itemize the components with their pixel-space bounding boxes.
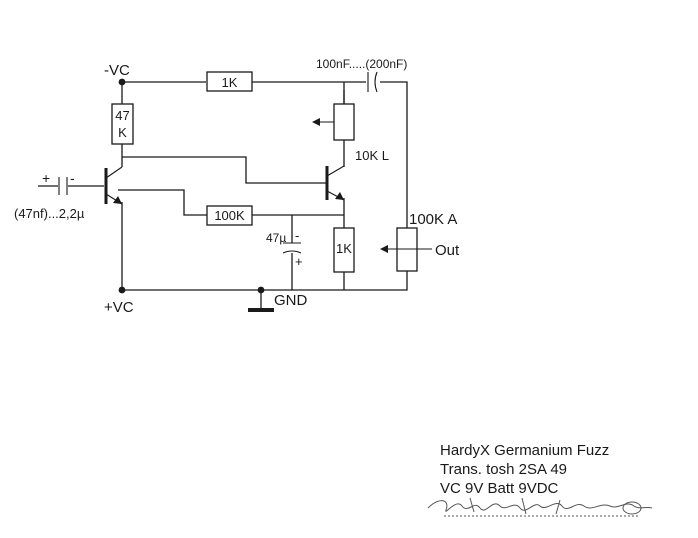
pot-100k-label: 100K A [409, 211, 457, 228]
capacitor-top-label: 100nF.....(200nF) [316, 57, 407, 71]
notes-block: HardyX Germanium Fuzz Trans. tosh 2SA 49… [440, 441, 609, 498]
resistor-100k-label: 100K [214, 208, 245, 223]
junction-gnd [257, 286, 265, 294]
pot-10k-wiper-arrow [312, 118, 334, 126]
resistor-47k-label-1: 47 [115, 108, 129, 123]
junction-vc-pos [118, 286, 126, 294]
resistor-1k-emitter [333, 227, 355, 273]
resistor-47k [111, 103, 134, 145]
pot-10k-label: 10K L [355, 148, 389, 163]
out-label: Out [435, 242, 460, 259]
junction-vc-neg [118, 78, 126, 86]
neg-vc-label: -VC [104, 62, 130, 79]
wires [38, 81, 408, 309]
pos-vc-label: +VC [104, 299, 134, 316]
resistor-1k-emitter-label: 1K [336, 241, 352, 256]
transistor-q1 [104, 166, 123, 205]
transistor-q2 [325, 165, 345, 201]
capacitor-47u-minus: - [295, 228, 299, 243]
handwritten-signature [427, 497, 653, 517]
capacitor-top [367, 71, 378, 93]
resistor-100k [206, 205, 253, 226]
input-capacitor-label: (47nf)...2,2µ [14, 206, 85, 221]
input-minus-label: - [70, 170, 75, 186]
resistor-47k-label-2: K [118, 125, 127, 140]
input-plus-label: + [42, 170, 50, 186]
resistor-1k-top [206, 71, 253, 92]
input-capacitor [58, 177, 68, 195]
ground-symbol [248, 308, 274, 312]
notes-line-supply: VC 9V Batt 9VDC [440, 480, 559, 497]
capacitor-47u-plus: + [295, 254, 303, 269]
gnd-label: GND [274, 292, 308, 309]
pot-100k-wiper-arrow [380, 245, 432, 253]
notes-line-title: HardyX Germanium Fuzz [440, 442, 610, 459]
capacitor-47u-label: 47µ [266, 231, 286, 245]
capacitor-47u [282, 242, 302, 254]
notes-line-transistor: Trans. tosh 2SA 49 [440, 461, 568, 478]
resistor-1k-top-label: 1K [222, 75, 238, 90]
pot-10k [333, 103, 355, 141]
